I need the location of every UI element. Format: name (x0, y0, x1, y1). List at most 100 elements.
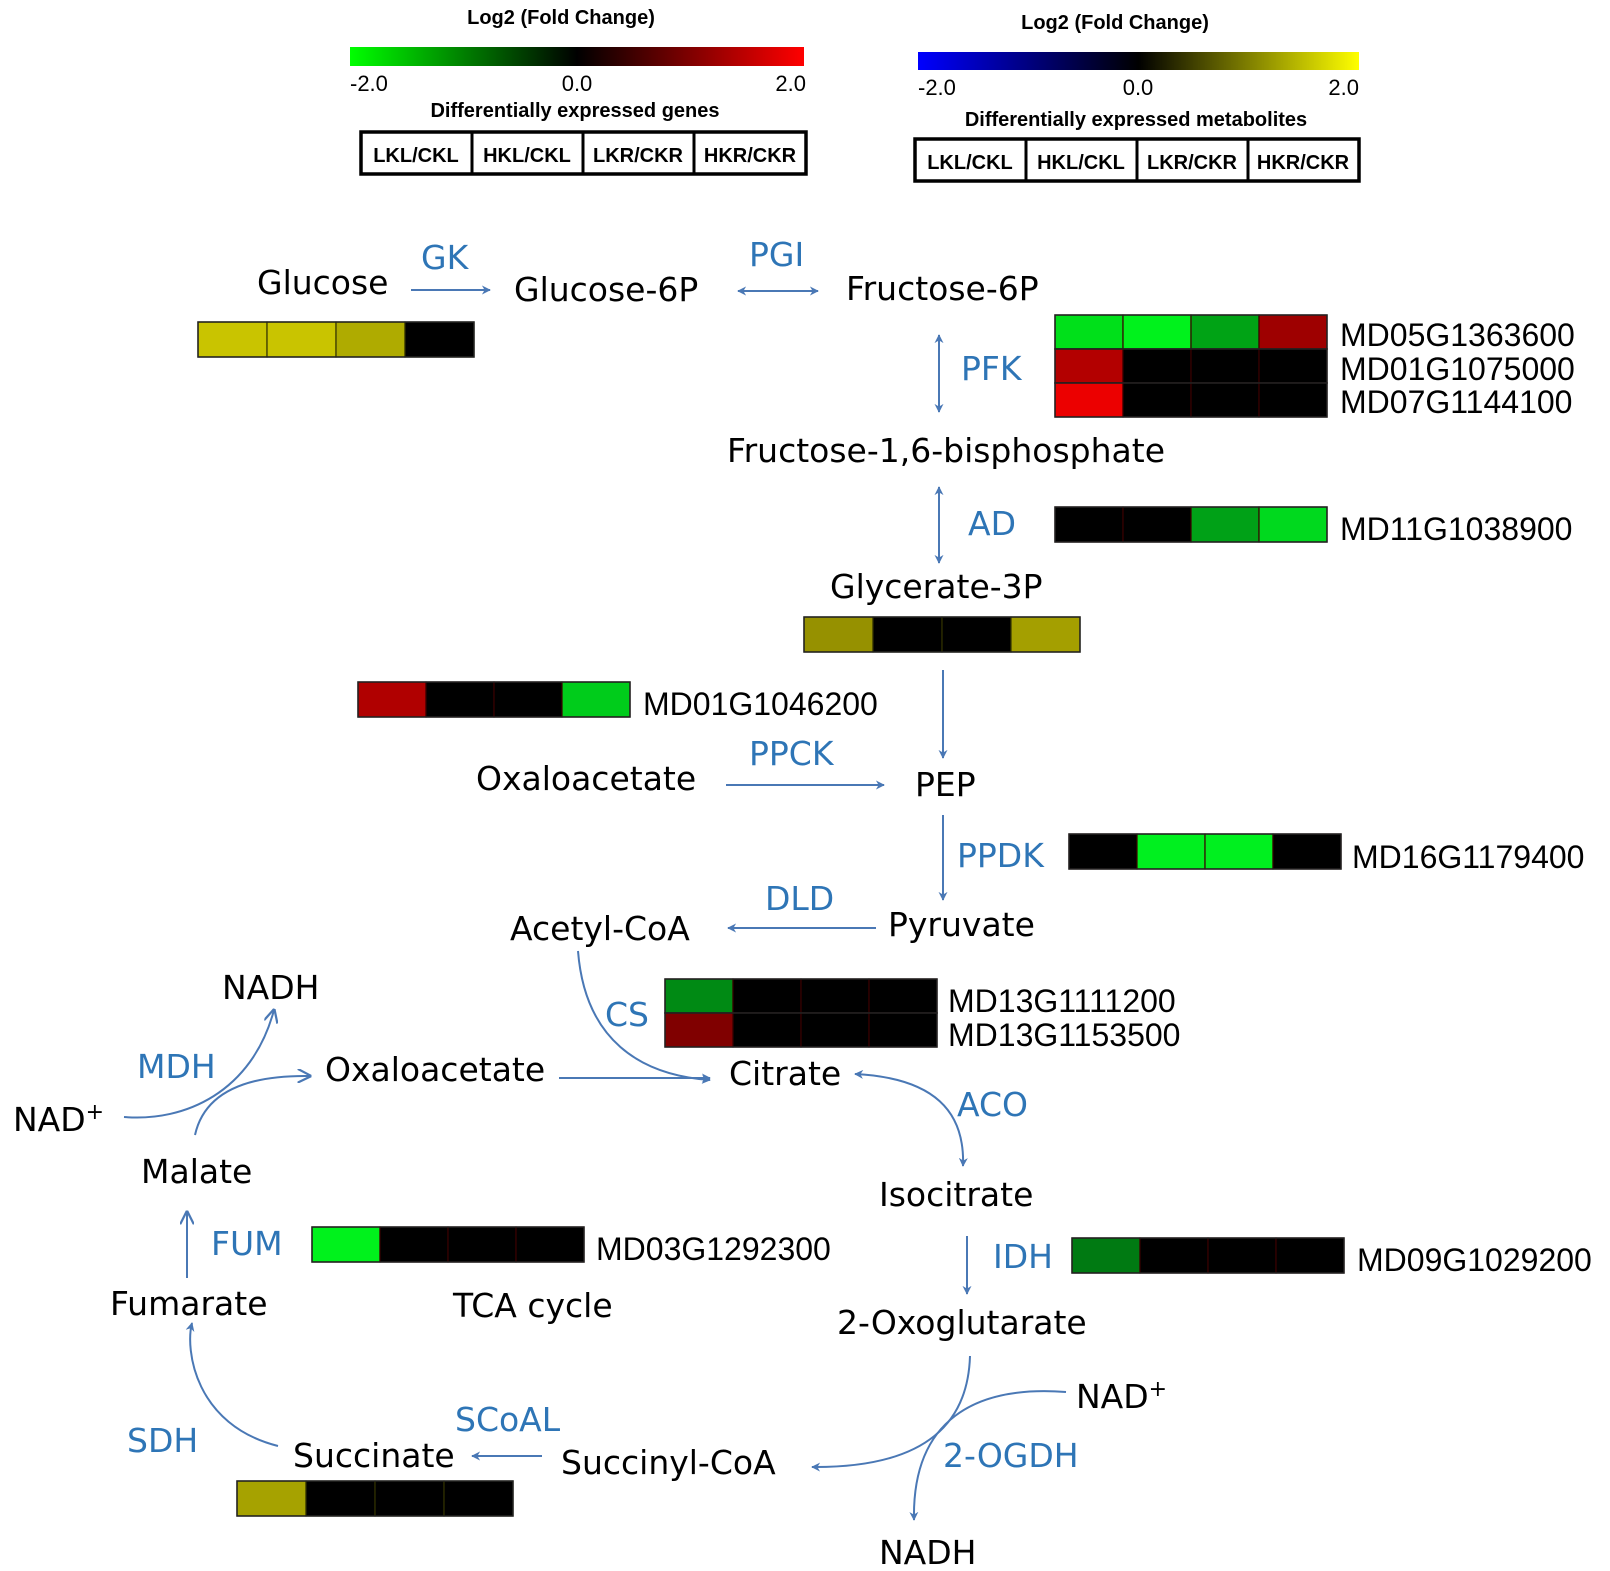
heatmap-cell-hkl-ckl (1122, 348, 1192, 384)
legend-metab-title: Log2 (Fold Change) (1021, 12, 1209, 34)
metabolite-fumarate: Fumarate (110, 1284, 268, 1323)
heatmap-cell-lkl-ckl (1054, 314, 1124, 350)
heatmap-cell-lkr-ckr (1207, 1237, 1277, 1274)
nad-superscript: + (86, 1100, 104, 1125)
enzyme-ppdk: PPDK (957, 836, 1045, 875)
gene-id-md05g1363600: MD05G1363600 (1340, 317, 1575, 353)
legend-genes-min: -2.0 (350, 71, 388, 96)
heatmap-cell-lkr-ckr (800, 978, 870, 1014)
heatmap-frame (1071, 1237, 1345, 1274)
enzyme-cs: CS (605, 995, 649, 1034)
heatmap-frame (311, 1226, 585, 1263)
legend-genes-col-3: LKR/CKR (593, 145, 684, 167)
metabolite-succinyl-coa: Succinyl-CoA (561, 1443, 776, 1482)
heatmap-frame (1054, 382, 1328, 418)
metabolite-oxaloacetate-gluconeogenesis: Oxaloacetate (476, 759, 696, 798)
heatmap-cell-lkr-ckr (800, 1012, 870, 1048)
enzyme-labels: GK PGI PFK AD PPCK PPDK DLD CS MDH ACO F… (127, 235, 1079, 1475)
heatmap-cs-md13a (664, 978, 938, 1014)
heatmap-fum-md03 (311, 1226, 585, 1263)
heatmap-cell-hkr-ckr (515, 1226, 585, 1263)
heatmap-cell-hkl-ckl (872, 616, 943, 653)
enzyme-aco: ACO (957, 1085, 1028, 1124)
heatmap-cell-hkl-ckl (732, 978, 802, 1014)
heatmap-idh-md09 (1071, 1237, 1345, 1274)
gene-id-md13g1111200: MD13G1111200 (948, 983, 1176, 1019)
enzyme-dld: DLD (765, 879, 834, 918)
heatmap-ppck-md01 (357, 681, 631, 718)
heatmap-cell-lkl-ckl (803, 616, 874, 653)
heatmap-cell-lkr-ckr (335, 321, 406, 358)
legend-metab-col-3: LKR/CKR (1147, 152, 1238, 174)
heatmap-cell-lkl-ckl (1054, 506, 1124, 543)
heatmap-cell-hkl-ckl (425, 681, 495, 718)
heatmap-pfk-md05 (1054, 314, 1328, 350)
heatmap-cell-lkl-ckl (357, 681, 427, 718)
heatmap-pfk-md01 (1054, 348, 1328, 384)
metabolite-labels: Glucose Glucose-6P Fructose-6P Fructose-… (13, 263, 1167, 1571)
legend-genes-colorbar (350, 47, 804, 66)
gene-id-md07g1144100: MD07G1144100 (1340, 384, 1572, 420)
metabolite-oxaloacetate-tca: Oxaloacetate (325, 1050, 545, 1089)
metabolite-acetyl-coa: Acetyl-CoA (510, 909, 690, 948)
gene-id-md13g1153500: MD13G1153500 (948, 1017, 1180, 1053)
heatmap-cell-hkl-ckl (1122, 382, 1192, 418)
heatmap-frame (664, 1012, 938, 1048)
heatmap-pfk-md07 (1054, 382, 1328, 418)
enzyme-ad: AD (968, 504, 1016, 543)
heatmap-cell-hkl-ckl (305, 1480, 376, 1517)
legend-metab-min: -2.0 (918, 75, 956, 100)
heatmap-cell-hkl-ckl (1122, 314, 1192, 350)
heatmap-cell-lkl-ckl (664, 1012, 734, 1048)
gene-id-md01g1046200: MD01G1046200 (643, 686, 878, 722)
tca-cycle-label: TCA cycle (452, 1286, 613, 1325)
gene-id-md16g1179400: MD16G1179400 (1352, 839, 1584, 875)
heatmap-cell-lkr-ckr (1190, 348, 1260, 384)
heatmap-cell-lkr-ckr (1190, 382, 1260, 418)
heatmap-frame (803, 616, 1081, 653)
heatmap-cell-hkl-ckl (379, 1226, 449, 1263)
heatmap-cell-hkr-ckr (868, 978, 938, 1014)
heatmap-frame (236, 1480, 514, 1517)
enzyme-idh: IDH (993, 1237, 1053, 1276)
heatmap-cell-hkr-ckr (1272, 833, 1342, 870)
legend-genes-col-1: LKL/CKL (373, 145, 459, 167)
heatmap-cell-hkr-ckr (1010, 616, 1081, 653)
metabolite-nad-mdh: NAD+ (13, 1100, 104, 1139)
heatmap-cell-lkr-ckr (1190, 506, 1260, 543)
enzyme-pgi: PGI (749, 235, 804, 274)
heatmap-cell-hkl-ckl (266, 321, 337, 358)
heatmap-cell-lkl-ckl (1068, 833, 1138, 870)
heatmap-frame (1054, 506, 1328, 543)
legend-genes-mid: 0.0 (562, 71, 593, 96)
legend-metabolites: Log2 (Fold Change) -2.0 0.0 2.0 Differen… (913, 12, 1361, 183)
heatmap-cell-hkr-ckr (1258, 506, 1328, 543)
heatmap-glycerate-3p (803, 616, 1081, 653)
enzyme-2-ogdh: 2-OGDH (943, 1436, 1079, 1475)
heatmap-cell-hkl-ckl (1139, 1237, 1209, 1274)
metabolite-isocitrate: Isocitrate (879, 1175, 1033, 1214)
heatmap-cs-md13b (664, 1012, 938, 1048)
legend-metab-col-1: LKL/CKL (927, 152, 1013, 174)
heatmap-cell-hkl-ckl (732, 1012, 802, 1048)
heatmap-cell-hkr-ckr (1275, 1237, 1345, 1274)
metabolite-citrate: Citrate (729, 1054, 841, 1093)
heatmap-ppdk-md16 (1068, 833, 1342, 870)
arrow-aco (854, 1069, 968, 1167)
legend-genes-caption: Differentially expressed genes (430, 100, 719, 122)
arrow-sdh (185, 1322, 279, 1447)
metabolite-nad-ogdh: NAD+ (1076, 1377, 1167, 1416)
enzyme-scoal: SCoAL (455, 1400, 561, 1439)
heatmap-cell-lkl-ckl (1054, 382, 1124, 418)
legend-genes-col-4: HKR/CKR (704, 145, 797, 167)
metabolite-fructose-16bp: Fructose-1,6-bisphosphate (727, 431, 1165, 470)
heatmap-cell-hkr-ckr (561, 681, 631, 718)
metabolite-fructose-6p: Fructose-6P (846, 269, 1039, 308)
legend-genes: Log2 (Fold Change) -2.0 0.0 2.0 Differen… (350, 7, 808, 176)
metabolite-pep: PEP (915, 765, 976, 804)
legend-metab-mid: 0.0 (1123, 75, 1154, 100)
heatmap-cell-hkl-ckl (1136, 833, 1206, 870)
heatmap-cell-hkr-ckr (1258, 314, 1328, 350)
